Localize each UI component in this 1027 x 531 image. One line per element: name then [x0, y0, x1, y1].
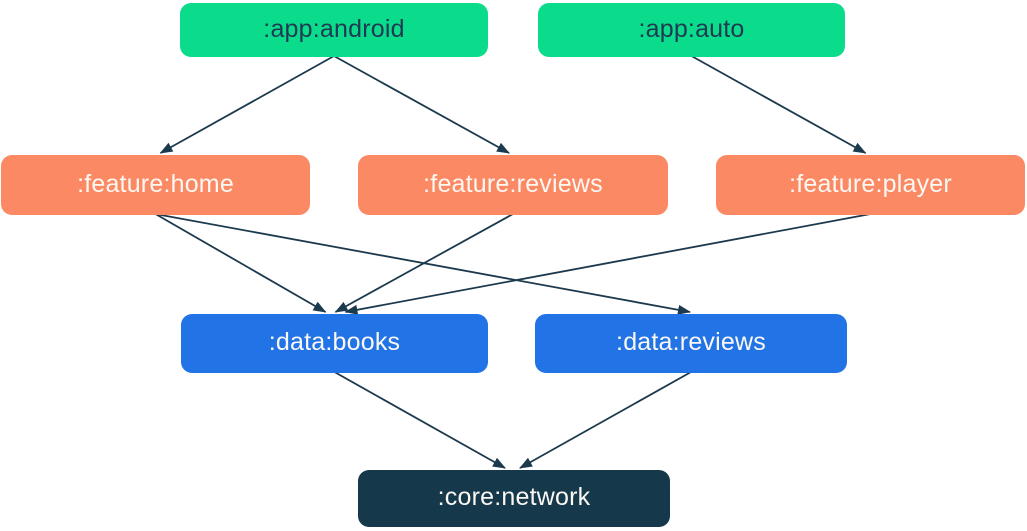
node-feature-reviews: :feature:reviews: [358, 155, 668, 215]
node-data-reviews: :data:reviews: [535, 314, 847, 373]
node-feature-player-label: :feature:player: [789, 169, 952, 198]
dependency-edge-app-android-to-feature-home: [159, 55, 335, 154]
dependency-edge-feature-home-to-data-books: [155, 213, 327, 313]
node-app-android-label: :app:android: [263, 14, 405, 43]
dependency-edge-data-reviews-to-core-network: [519, 371, 692, 469]
node-data-reviews-label: :data:reviews: [616, 328, 766, 356]
node-app-auto: :app:auto: [538, 3, 845, 57]
dependency-edge-feature-player-to-data-books: [344, 213, 871, 315]
node-core-network-label: :core:network: [437, 483, 591, 511]
node-app-auto-label: :app:auto: [638, 14, 745, 43]
dependency-edge-data-books-to-core-network: [334, 371, 506, 469]
node-core-network: :core:network: [358, 470, 670, 527]
dependency-edge-app-android-to-feature-reviews: [333, 55, 510, 154]
node-feature-home-label: :feature:home: [77, 169, 234, 198]
node-app-android: :app:android: [180, 3, 488, 57]
node-feature-home: :feature:home: [1, 155, 310, 215]
node-feature-reviews-label: :feature:reviews: [423, 169, 603, 198]
node-data-books: :data:books: [181, 314, 488, 373]
node-feature-player: :feature:player: [716, 155, 1025, 215]
dependency-edge-app-auto-to-feature-player: [691, 55, 867, 154]
dependency-edge-feature-reviews-to-data-books: [334, 213, 514, 313]
node-data-books-label: :data:books: [268, 328, 401, 356]
